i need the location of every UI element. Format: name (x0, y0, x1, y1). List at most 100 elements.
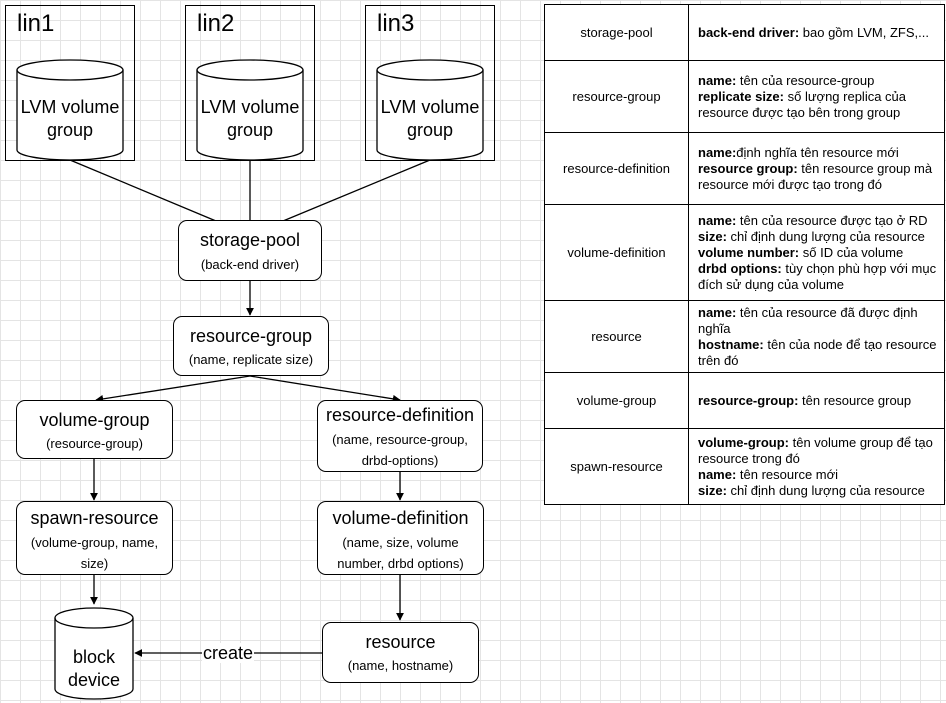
info-text: tên của resource được tạo ở RD (736, 212, 928, 228)
info-key: spawn-resource (544, 428, 689, 505)
info-term: drbd options: (698, 260, 782, 276)
info-description-line: drbd options: tùy chọn phù hợp với mục đ… (698, 261, 938, 293)
host-lin2-label: lin2 (197, 10, 235, 37)
info-key: resource (544, 300, 689, 373)
info-term: size: (698, 228, 727, 244)
node-storage-pool: storage-pool (back-end driver) (178, 220, 322, 281)
info-text: tùy chọn phù hợp với mục đích sử dụng củ… (698, 260, 937, 292)
host-lin1: lin1 (5, 5, 135, 161)
info-text: tên resource group (798, 392, 912, 408)
info-description: name: tên của resource đã được định nghĩ… (688, 300, 945, 373)
info-term: volume number: (698, 244, 800, 260)
info-text: tên của node để tạo resource trên đó (698, 336, 937, 368)
info-text: tên volume group để tạo resource trong đ… (698, 434, 933, 466)
node-resource-group: resource-group (name, replicate size) (173, 316, 329, 376)
spawn-resource-sub1: (volume-group, name, (30, 535, 159, 550)
info-description-line: resource-group: tên resource group (698, 393, 938, 409)
host-lin3-label: lin3 (377, 10, 415, 37)
resource-title: resource (365, 632, 436, 652)
info-text: tên resource group mà resource mới được … (698, 160, 933, 192)
node-volume-group: volume-group (resource-group) (16, 400, 173, 459)
info-row-volume-group: volume-group resource-group: tên resource… (544, 372, 945, 429)
lvm-label-lin1: LVM volume group (20, 97, 120, 140)
info-row-storage-pool: storage-pool back-end driver: bao gồm LVM… (544, 4, 945, 61)
info-description: resource-group: tên resource group (688, 372, 945, 429)
volume-group-sub: (resource-group) (46, 436, 143, 451)
node-spawn-resource: spawn-resource (volume-group, name, size… (16, 501, 173, 575)
info-description-line: name: tên của resource-group (698, 73, 938, 89)
info-text: tên của resource đã được định nghĩa (698, 304, 918, 336)
info-text: tên của resource-group (736, 72, 875, 88)
info-key: resource-definition (544, 132, 689, 205)
arrow-resource-group-to-volume-group (95, 375, 251, 403)
info-description-line: back-end driver: bao gồm LVM, ZFS,... (698, 25, 938, 41)
info-description-line: size: chỉ định dung lượng của resource (698, 483, 938, 499)
resource-definition-title: resource-definition (325, 405, 475, 425)
node-resource-definition: resource-definition (name, resource-grou… (317, 400, 483, 472)
info-key: resource-group (544, 60, 689, 133)
lvm-cylinder-lin3 (376, 59, 484, 161)
info-key: storage-pool (544, 4, 689, 61)
lvm-label-lin2: LVM volume group (200, 97, 300, 140)
info-description-line: name: tên của resource được tạo ở RD (698, 213, 938, 229)
info-term: back-end driver: (698, 24, 800, 40)
node-resource: resource (name, hostname) (322, 622, 479, 683)
link-lin1-storage-pool (69, 159, 217, 222)
volume-group-title: volume-group (39, 410, 150, 430)
info-text: tên resource mới (736, 466, 839, 482)
info-term: hostname: (698, 336, 764, 352)
info-term: name: (698, 72, 737, 88)
info-term: resource-group: (698, 392, 799, 408)
info-description-line: resource group: tên resource group mà re… (698, 161, 938, 193)
info-row-resource: resource name: tên của resource đã được đ… (544, 300, 945, 373)
info-text: số lượng replica của resource được tạo b… (698, 88, 907, 120)
lvm-cylinder-lin2 (196, 59, 304, 161)
info-description-line: hostname: tên của node để tạo resource t… (698, 337, 938, 369)
resource-definition-sub2: drbd-options) (361, 453, 439, 468)
resource-group-title: resource-group (189, 326, 313, 346)
info-text: chỉ định dung lượng của resource (726, 482, 925, 498)
volume-definition-title: volume-definition (332, 508, 469, 528)
info-table: storage-pool back-end driver: bao gồm LVM… (544, 4, 945, 505)
lvm-label-lin3: LVM volume group (380, 97, 480, 140)
storage-pool-sub: (back-end driver) (200, 257, 300, 272)
info-term: size: (698, 482, 727, 498)
info-term: resource group: (698, 160, 798, 176)
host-lin2: lin2 (185, 5, 315, 161)
volume-definition-sub2: number, drbd options) (337, 556, 464, 571)
volume-definition-sub1: (name, size, volume (342, 535, 459, 550)
spawn-resource-sub2: size) (80, 556, 109, 571)
info-term: name: (698, 304, 737, 320)
info-description: volume-group: tên volume group để tạo re… (688, 428, 945, 505)
info-key: volume-group (544, 372, 689, 429)
info-text: số ID của volume (799, 244, 904, 260)
info-term: volume-group: (698, 434, 789, 450)
info-text: bao gồm LVM, ZFS,... (799, 24, 929, 40)
info-description-line: name: tên của resource đã được định nghĩ… (698, 305, 938, 337)
link-lin3-storage-pool (282, 159, 431, 222)
info-term: name: (698, 466, 737, 482)
node-volume-definition: volume-definition (name, size, volume nu… (317, 501, 484, 575)
create-edge-label: create (202, 643, 255, 663)
info-description-line: name: tên resource mới (698, 467, 938, 483)
info-text: chỉ định dung lượng của resource (726, 228, 925, 244)
block-device-cylinder (54, 607, 134, 700)
block-device-line2: device (67, 670, 121, 690)
resource-group-sub: (name, replicate size) (188, 352, 314, 367)
lvm-cylinder-lin1 (16, 59, 124, 161)
info-description-line: replicate size: số lượng replica của res… (698, 89, 938, 121)
info-key: volume-definition (544, 204, 689, 301)
info-description-line: name:định nghĩa tên resource mới (698, 145, 938, 161)
spawn-resource-title: spawn-resource (30, 508, 159, 528)
storage-pool-title: storage-pool (199, 230, 301, 250)
block-device-line1: block (72, 647, 116, 667)
info-text: định nghĩa tên resource mới (736, 144, 899, 160)
